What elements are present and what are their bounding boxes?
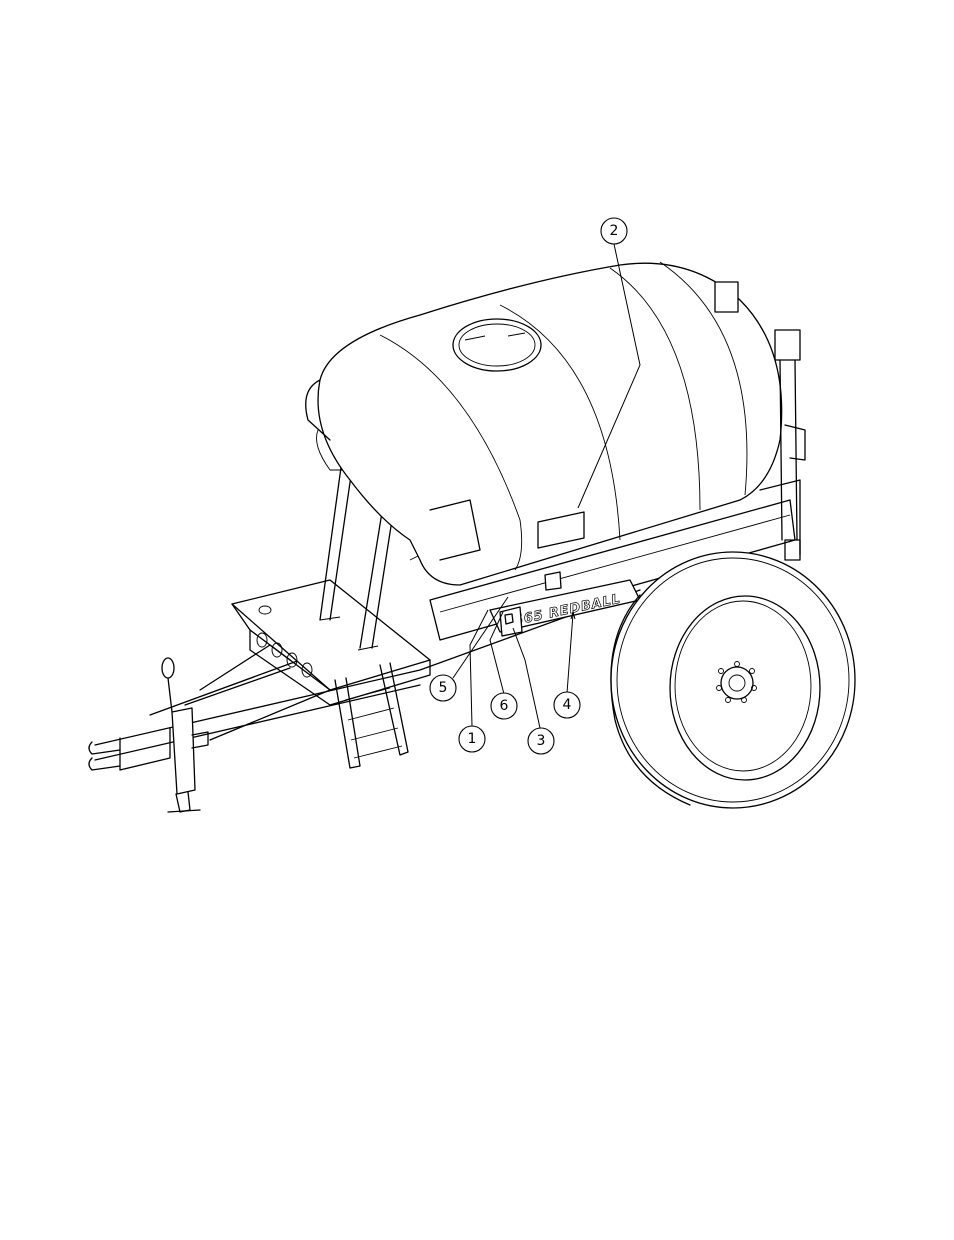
tank: [306, 262, 782, 585]
callout-1: 1: [459, 726, 485, 752]
callout-3: 3: [528, 728, 554, 754]
callout-label: 6: [500, 698, 509, 714]
callout-4: 4: [554, 692, 580, 718]
wheel: [611, 552, 855, 808]
callout-label: 2: [610, 223, 619, 239]
callout-label: 1: [468, 731, 477, 747]
side-rail: 565 REDBALL: [490, 572, 640, 636]
callout-6: 6: [491, 693, 517, 719]
step-ladder: [335, 663, 408, 768]
callout-label: 4: [563, 697, 572, 713]
callout-2: 2: [601, 218, 627, 244]
callout-label: 3: [537, 733, 546, 749]
callout-5: 5: [430, 675, 456, 701]
front-platform: [232, 580, 430, 705]
callout-label: 5: [439, 680, 448, 696]
